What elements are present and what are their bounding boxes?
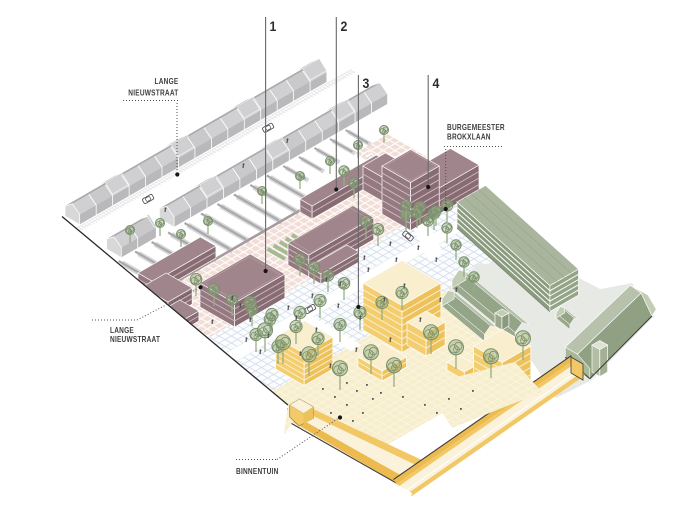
svg-text:4: 4 <box>433 75 440 91</box>
svg-text:LANGE: LANGE <box>155 76 179 86</box>
svg-text:3: 3 <box>363 75 370 91</box>
svg-text:BURGEMEESTER: BURGEMEESTER <box>447 122 505 132</box>
svg-text:BINNENTUIN: BINNENTUIN <box>236 466 279 476</box>
svg-text:BROKXLAAN: BROKXLAAN <box>447 132 491 142</box>
svg-text:2: 2 <box>341 18 348 34</box>
svg-text:NIEUWSTRAAT: NIEUWSTRAAT <box>128 88 178 98</box>
svg-text:1: 1 <box>270 18 277 34</box>
svg-text:LANGE: LANGE <box>110 325 134 335</box>
svg-text:NIEUWSTRAAT: NIEUWSTRAAT <box>110 334 160 344</box>
